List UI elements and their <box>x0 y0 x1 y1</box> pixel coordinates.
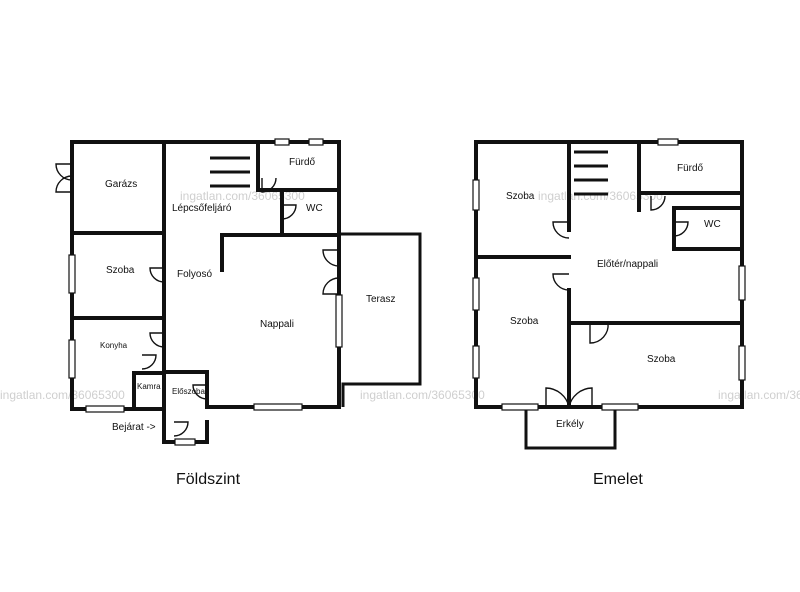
window <box>738 265 746 301</box>
nappali-wall <box>220 233 341 272</box>
room-label-szoba: Szoba <box>106 265 135 276</box>
door-swing <box>55 175 73 193</box>
window <box>85 405 125 413</box>
upper-exterior-wall <box>474 140 744 409</box>
door-swing <box>650 195 666 211</box>
watermark: ingatlan.com/36065300 <box>0 388 125 402</box>
door-swing <box>552 273 570 291</box>
door-swing <box>141 354 157 370</box>
room-label-nappali: Nappali <box>260 319 294 330</box>
room-label-wc: WC <box>704 219 721 230</box>
door-swing <box>568 387 593 408</box>
window <box>68 339 76 379</box>
window <box>657 138 679 146</box>
ground-floor-plan: Garázs Lépcsőfeljáró Fürdő WC Szoba Foly… <box>55 138 422 488</box>
door-swing <box>261 177 277 193</box>
terasz-outline <box>339 232 422 407</box>
entrance-label: Bejárat -> <box>112 422 156 433</box>
door-swing <box>192 384 208 400</box>
room-label-eloter: Előtér/nappali <box>597 259 658 270</box>
watermark: ingatlan.com/36065300 <box>360 388 485 402</box>
window <box>738 345 746 381</box>
door-swing <box>149 267 165 283</box>
room-label-szoba: Szoba <box>647 354 676 365</box>
window <box>501 403 539 411</box>
room-label-eloszoba: Előszoba <box>172 387 205 396</box>
window <box>174 438 196 446</box>
room-label-erkely: Erkély <box>556 419 584 430</box>
window <box>68 254 76 294</box>
room-label-garazs: Garázs <box>105 179 137 190</box>
door-swing <box>322 277 340 295</box>
door-swing <box>322 249 340 267</box>
door-swing <box>545 387 570 408</box>
door-swing <box>673 221 689 237</box>
room-label-szoba: Szoba <box>510 316 539 327</box>
window <box>253 403 303 411</box>
floor-title-foldszint: Földszint <box>176 471 241 488</box>
window <box>472 345 480 379</box>
room-label-kamra: Kamra <box>137 382 161 391</box>
room-label-folyoso: Folyosó <box>177 269 212 280</box>
room-label-terasz: Terasz <box>366 294 395 305</box>
floor-title-emelet: Emelet <box>593 471 643 488</box>
room-label-furdo: Fürdő <box>289 157 316 168</box>
door-swing <box>55 163 73 181</box>
window <box>601 403 639 411</box>
room-label-szoba: Szoba <box>506 191 535 202</box>
room-label-lepcsofeljaro: Lépcsőfeljáró <box>172 203 232 214</box>
room-label-furdo: Fürdő <box>677 163 704 174</box>
door-swing <box>173 421 189 437</box>
door-swing <box>552 221 570 239</box>
watermark: ingatlan.com/36065300 <box>180 189 305 203</box>
erkely-outline <box>524 407 617 450</box>
door-swing <box>281 204 297 220</box>
window <box>308 138 324 146</box>
room-label-konyha: Konyha <box>100 341 128 350</box>
door-swing <box>149 332 165 348</box>
window <box>335 294 343 348</box>
room-label-wc: WC <box>306 203 323 214</box>
window <box>274 138 290 146</box>
window <box>472 277 480 311</box>
window <box>472 179 480 211</box>
watermark: ingatlan.com/36065300 <box>718 388 800 402</box>
door-swing <box>589 322 609 344</box>
upper-floor-plan: Szoba Fürdő WC Előtér/nappali Szoba Szob… <box>472 138 746 488</box>
